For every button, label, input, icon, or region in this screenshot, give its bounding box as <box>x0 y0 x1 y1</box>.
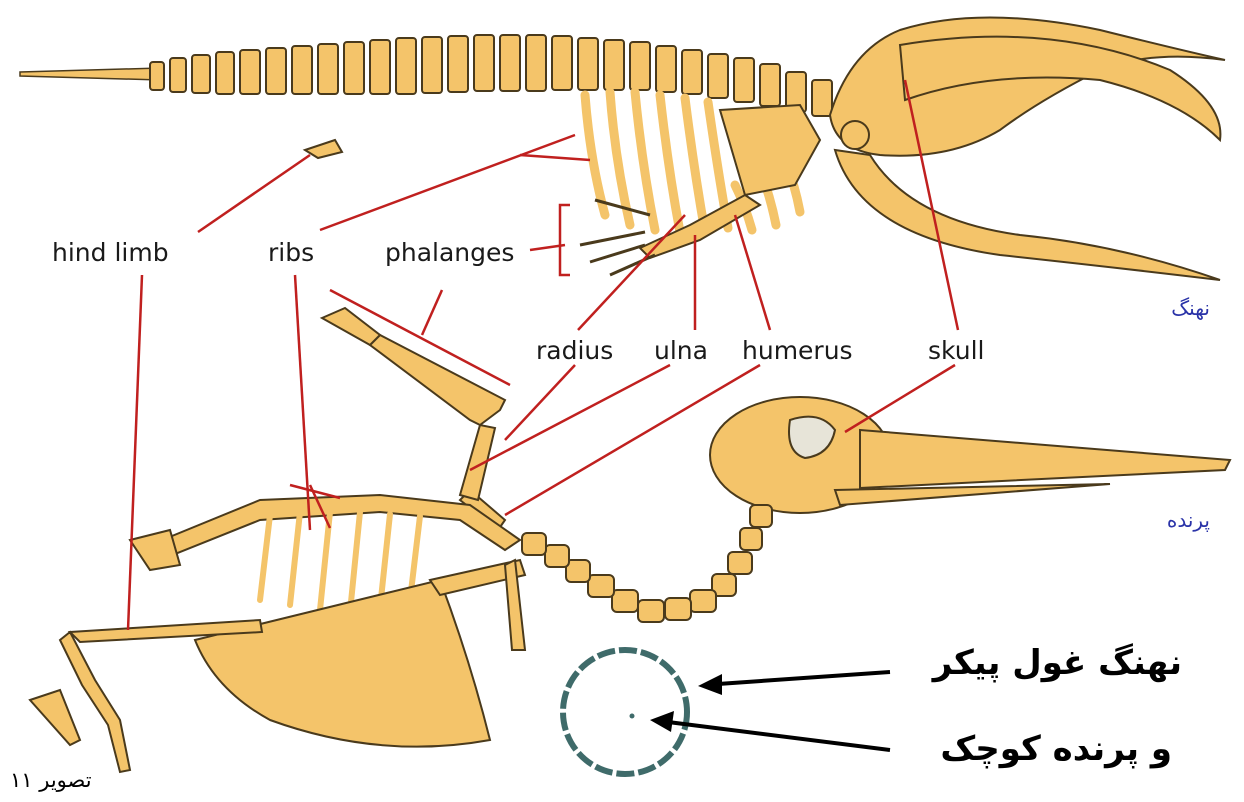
bird-spine <box>150 495 520 560</box>
whale-jaw <box>835 150 1220 280</box>
label-ulna: ulna <box>654 338 708 363</box>
bird-beak <box>860 430 1230 488</box>
whale-phalanges <box>580 200 655 275</box>
whale-vertebrae <box>150 35 832 116</box>
whale-skeleton <box>20 18 1225 281</box>
bird-neck <box>522 505 772 622</box>
label-hind-limb: hind limb <box>52 240 169 265</box>
label-bird: پرنده <box>1167 510 1210 530</box>
figure-number: تصویر ۱۱ <box>10 770 92 791</box>
caption-small-bird: و پرنده کوچک <box>940 732 1172 766</box>
comparison-circle <box>563 650 687 774</box>
bird-hand <box>370 335 505 425</box>
label-humerus: humerus <box>742 338 853 363</box>
bird-skeleton <box>30 308 1230 772</box>
caption-giant-whale: نهنگ غول پیکر <box>933 646 1182 680</box>
label-ribs: ribs <box>268 240 314 265</box>
label-skull: skull <box>928 338 984 363</box>
bird-phalanges <box>322 308 380 345</box>
bird-sternum <box>195 580 490 747</box>
label-phalanges: phalanges <box>385 240 514 265</box>
whale-hind-limb <box>305 140 342 158</box>
label-whale: نهنگ <box>1171 298 1210 318</box>
tiny-bird-dot <box>630 714 635 719</box>
label-radius: radius <box>536 338 613 363</box>
bird-forearm <box>460 425 495 500</box>
